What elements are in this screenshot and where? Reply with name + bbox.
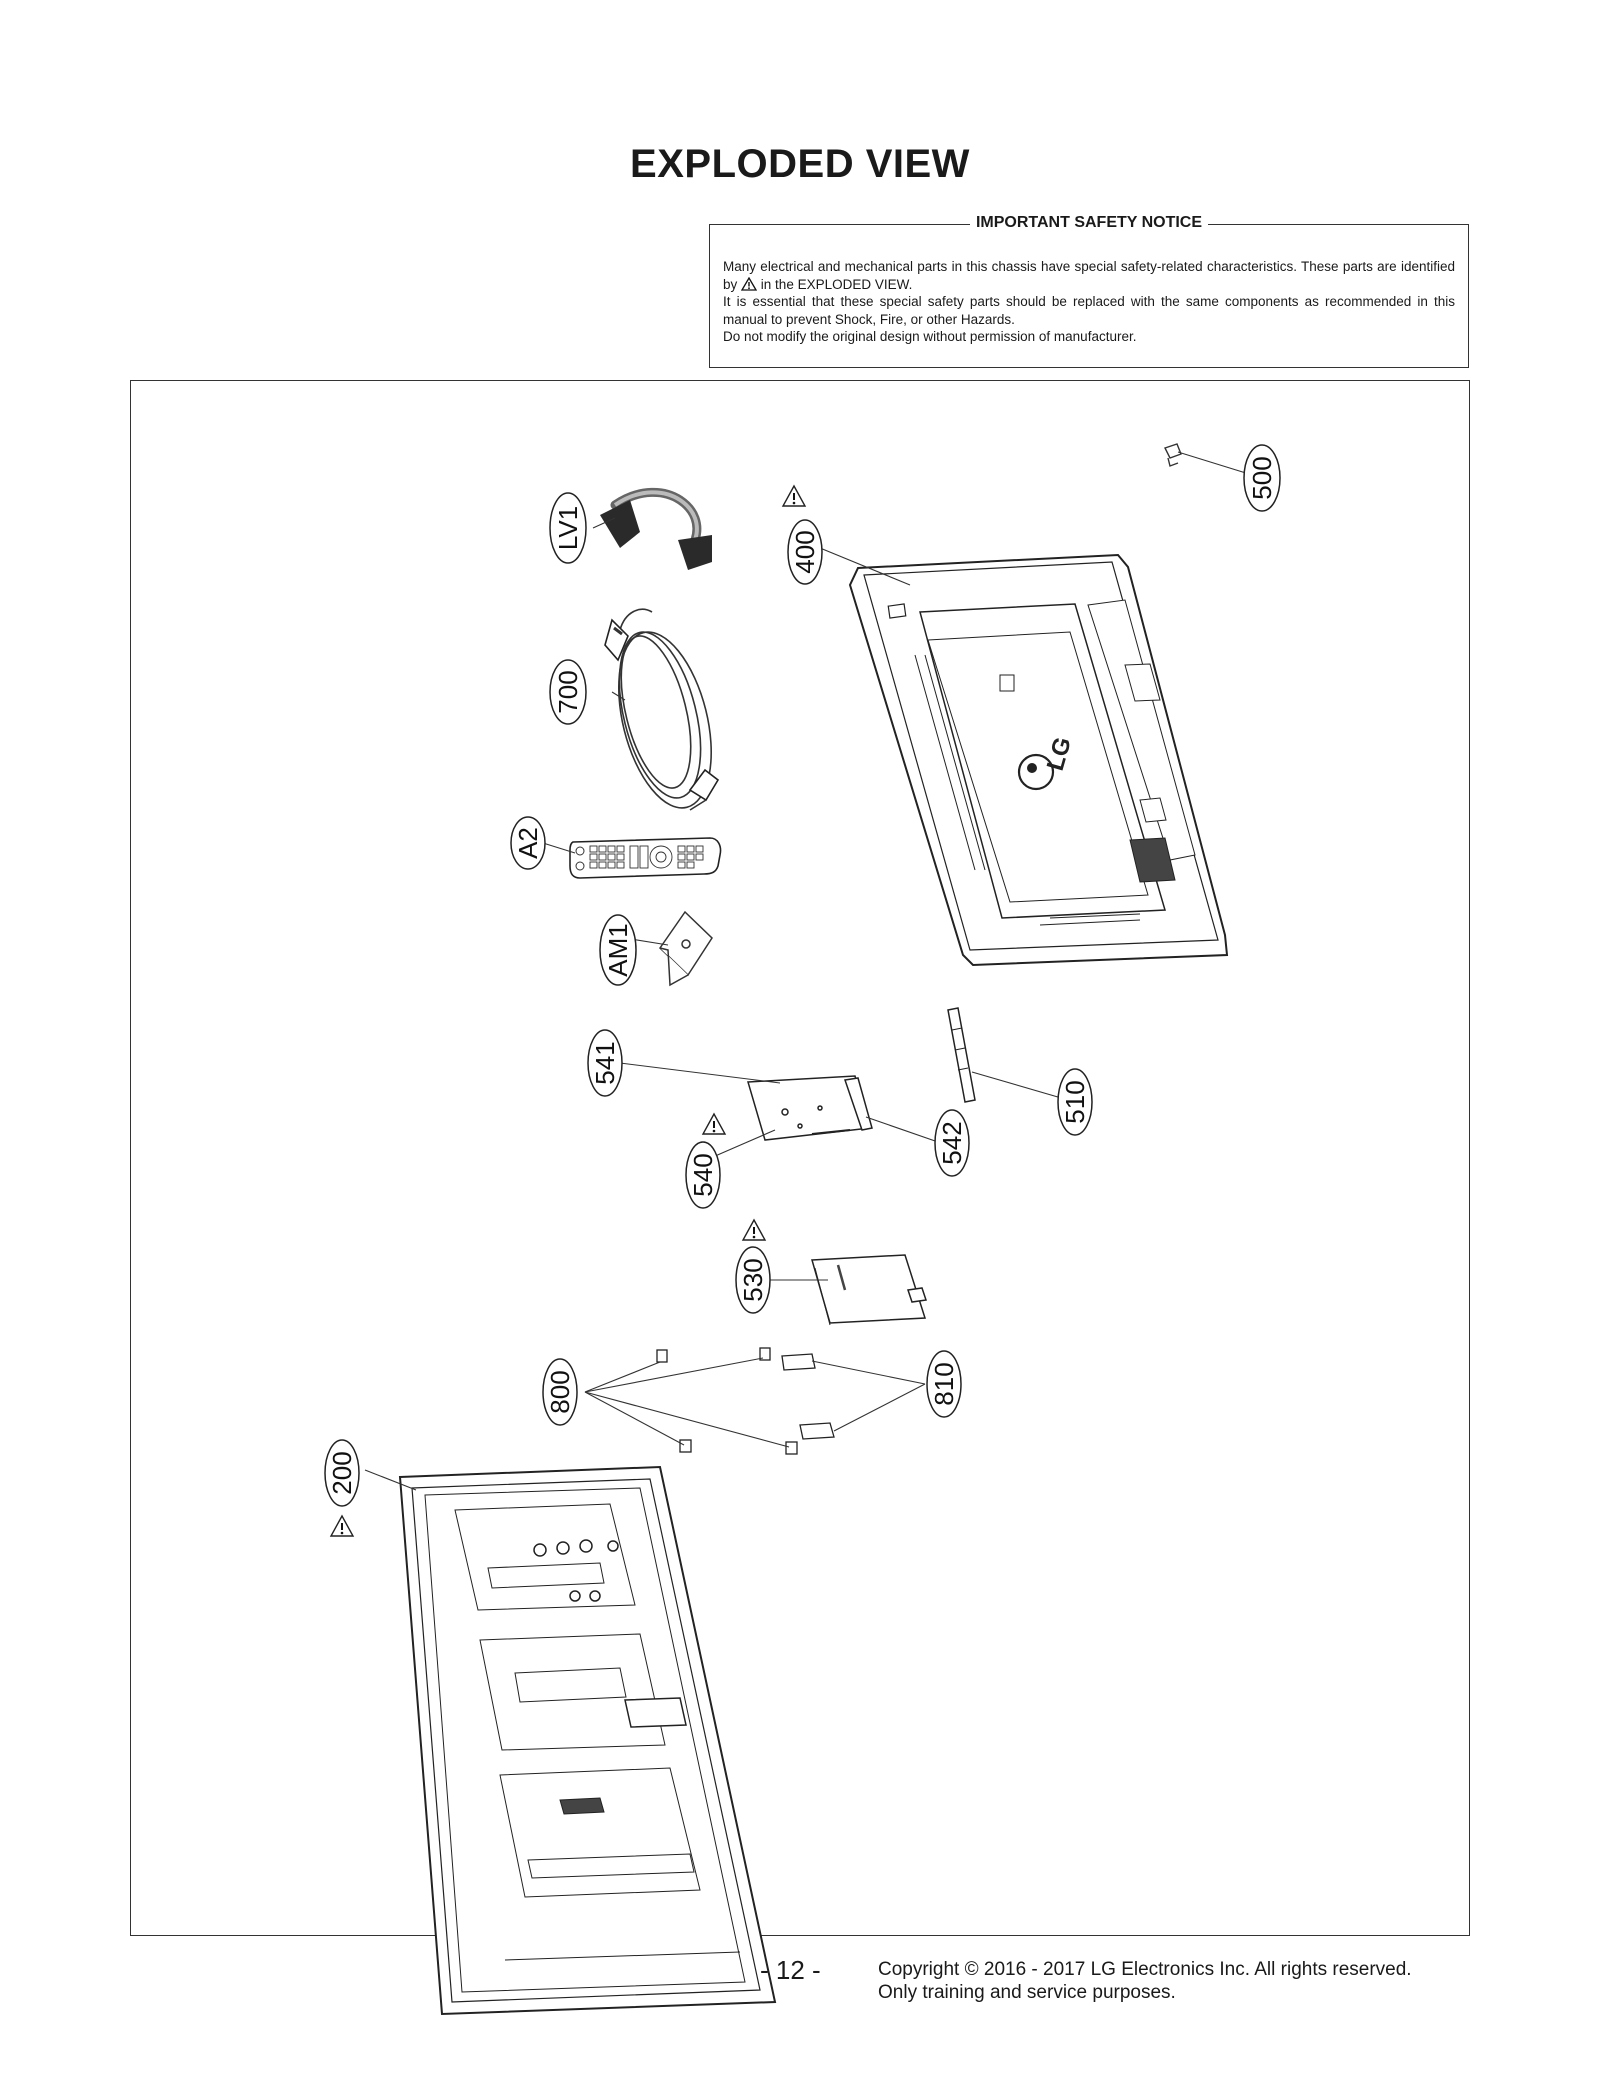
callout-label: 530: [738, 1258, 768, 1301]
hinge-parts: [656, 1347, 835, 1455]
callout-541: 541: [587, 1029, 623, 1097]
callout-label: 700: [553, 670, 583, 713]
callout-label: 400: [790, 530, 820, 573]
callout-label: 200: [327, 1451, 357, 1494]
leader-lines: [364, 451, 1263, 1491]
callout-label: LV1: [553, 506, 583, 550]
warning-triangle-icon: [702, 1113, 726, 1135]
main-board-part: [747, 1075, 873, 1141]
copyright-block: Copyright © 2016 - 2017 LG Electronics I…: [878, 1958, 1412, 2004]
safety-notice-box: IMPORTANT SAFETY NOTICE Many electrical …: [709, 214, 1469, 368]
callout-label: 541: [590, 1041, 620, 1084]
front-frame-part: [398, 1465, 777, 2016]
callout-510: 510: [1057, 1068, 1093, 1136]
safety-notice-title: IMPORTANT SAFETY NOTICE: [969, 214, 1209, 231]
copyright-text: Copyright © 2016 - 2017 LG Electronics I…: [878, 1959, 1412, 1980]
key-strip-part: [947, 1007, 976, 1103]
power-cord-part: [604, 608, 720, 811]
callout-800: 800: [542, 1358, 578, 1426]
bracket-part: [659, 910, 713, 987]
warning-triangle-icon: [330, 1515, 354, 1537]
notice-paragraph-3: Do not modify the original design withou…: [723, 329, 1137, 345]
lvds-cable-part: [600, 487, 712, 570]
callout-label: AM1: [603, 923, 633, 976]
callout-label: 510: [1060, 1080, 1090, 1123]
callout-542: 542: [934, 1109, 970, 1177]
power-board-part: [811, 1254, 927, 1326]
callout-am1: AM1: [599, 914, 637, 986]
callout-530: 530: [735, 1219, 771, 1314]
page-number: - 12 -: [760, 1955, 821, 1985]
usage-text: Only training and service purposes.: [878, 1982, 1176, 2003]
callout-540: 540: [685, 1113, 726, 1209]
safety-notice-body: Many electrical and mechanical parts in …: [723, 258, 1455, 346]
callout-label: 800: [545, 1370, 575, 1413]
notice-line-1a: Many electrical and mechanical parts in …: [723, 259, 1455, 292]
warning-triangle-icon: [742, 1219, 766, 1241]
callout-lv1: LV1: [549, 492, 587, 564]
notice-paragraph-1: Many electrical and mechanical parts in …: [723, 258, 1455, 293]
callout-200: 200: [324, 1439, 360, 1537]
callout-a2: A2: [510, 816, 546, 870]
notice-line-1b: in the EXPLODED VIEW.: [760, 276, 913, 292]
warning-triangle-icon: [741, 276, 758, 291]
callout-label: 500: [1247, 456, 1277, 499]
callout-label: 810: [929, 1362, 959, 1405]
callout-label: A2: [513, 827, 543, 859]
callout-label: 542: [937, 1121, 967, 1164]
callout-label: 540: [688, 1153, 718, 1196]
warning-triangle-icon: [782, 485, 806, 507]
callout-400: 400: [782, 485, 823, 585]
exploded-view-frame: [130, 380, 1470, 1936]
callout-810: 810: [926, 1350, 962, 1418]
callout-700: 700: [549, 659, 587, 725]
callout-500: 500: [1243, 444, 1281, 512]
page-title: EXPLODED VIEW: [630, 142, 970, 186]
back-cover-part: LG: [848, 553, 1229, 967]
clip-part: [1164, 443, 1182, 467]
notice-paragraph-2: It is essential that these special safet…: [723, 294, 1455, 327]
remote-control-part: [569, 837, 722, 879]
